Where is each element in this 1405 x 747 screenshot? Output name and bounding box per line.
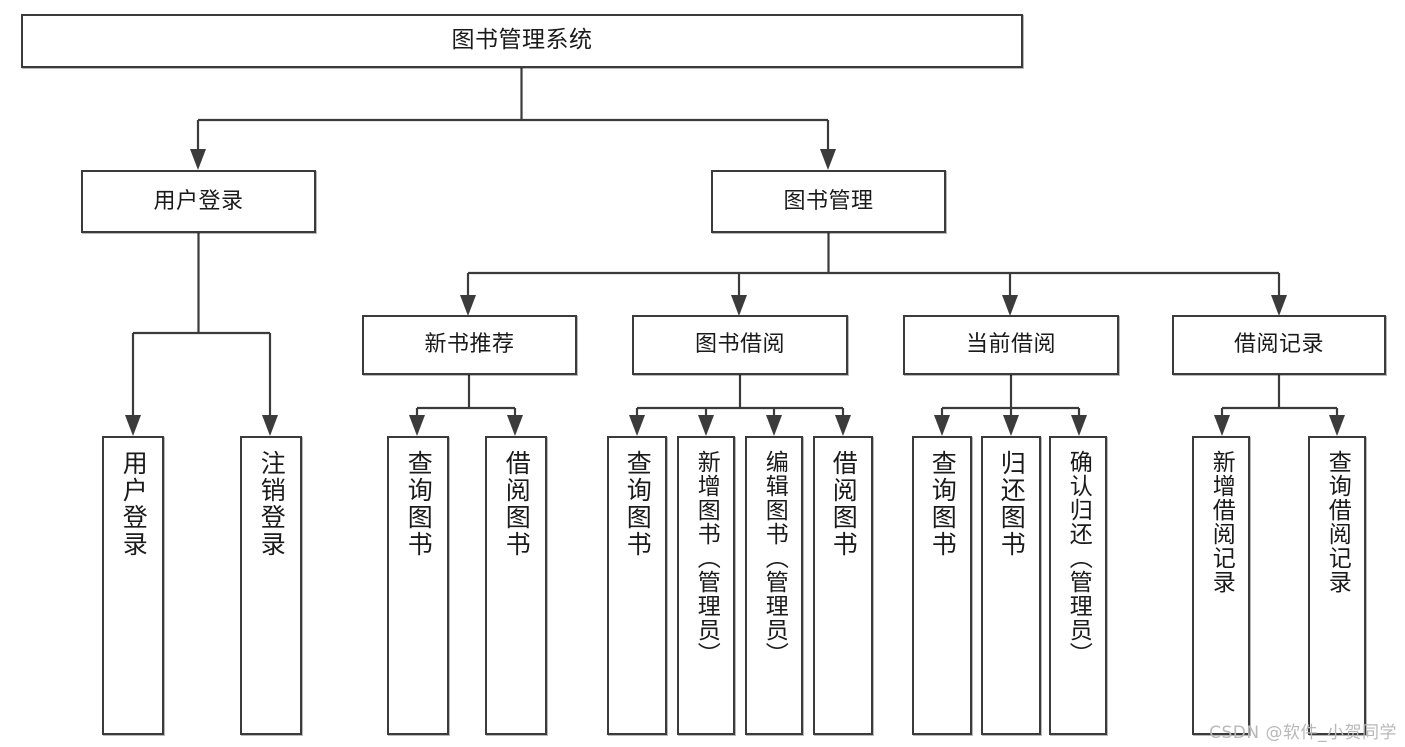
node-label: 新书推荐: [424, 332, 515, 358]
node-label: 编辑图书（管理员）: [761, 450, 788, 666]
leaf-query-book-borrow[interactable]: 查询图书: [607, 436, 667, 735]
node-label: 图书管理: [783, 188, 874, 214]
csdn-watermark: CSDN @软件_小贺同学: [1209, 723, 1397, 743]
node-label: 查询图书: [623, 450, 653, 558]
leaf-add-borrow-record[interactable]: 新增借阅记录: [1192, 436, 1250, 735]
leaf-query-book-current[interactable]: 查询图书: [912, 436, 972, 735]
leaf-edit-book-admin[interactable]: 编辑图书（管理员）: [745, 436, 803, 735]
node-book-borrow[interactable]: 图书借阅: [632, 315, 848, 375]
leaf-query-borrow-record[interactable]: 查询借阅记录: [1308, 436, 1366, 735]
leaf-user-login[interactable]: 用户登录: [102, 436, 164, 735]
node-label: 当前借阅: [965, 332, 1056, 358]
node-label: 用户登录: [153, 188, 244, 214]
node-label: 借阅图书: [502, 450, 532, 558]
node-current-borrow[interactable]: 当前借阅: [903, 315, 1119, 375]
node-label: 借阅记录: [1233, 332, 1324, 358]
node-label: 确认归还（管理员）: [1065, 450, 1092, 666]
node-user-login[interactable]: 用户登录: [81, 170, 316, 233]
node-label: 查询借阅记录: [1324, 450, 1351, 594]
node-label: 借阅图书: [829, 450, 859, 558]
node-label: 图书借阅: [694, 332, 785, 358]
node-label: 新增借阅记录: [1208, 450, 1235, 594]
node-label: 查询图书: [928, 450, 958, 558]
leaf-query-book-recommend[interactable]: 查询图书: [387, 436, 449, 735]
node-new-book-recommend[interactable]: 新书推荐: [362, 315, 577, 375]
node-label: 新增图书（管理员）: [693, 450, 720, 666]
node-label: 注销登录: [257, 450, 287, 558]
node-label: 归还图书: [997, 450, 1027, 558]
leaf-borrow-book-recommend[interactable]: 借阅图书: [485, 436, 547, 735]
node-borrow-record[interactable]: 借阅记录: [1172, 315, 1386, 375]
node-label: 用户登录: [119, 450, 149, 558]
leaf-logout[interactable]: 注销登录: [240, 436, 302, 735]
leaf-confirm-return-admin[interactable]: 确认归还（管理员）: [1049, 436, 1107, 735]
node-book-manage[interactable]: 图书管理: [711, 170, 946, 233]
node-label: 图书管理系统: [451, 27, 593, 54]
node-root-library-system[interactable]: 图书管理系统: [21, 14, 1023, 68]
leaf-borrow-book[interactable]: 借阅图书: [813, 436, 873, 735]
leaf-return-book[interactable]: 归还图书: [981, 436, 1041, 735]
leaf-add-book-admin[interactable]: 新增图书（管理员）: [677, 436, 735, 735]
node-label: 查询图书: [404, 450, 434, 558]
